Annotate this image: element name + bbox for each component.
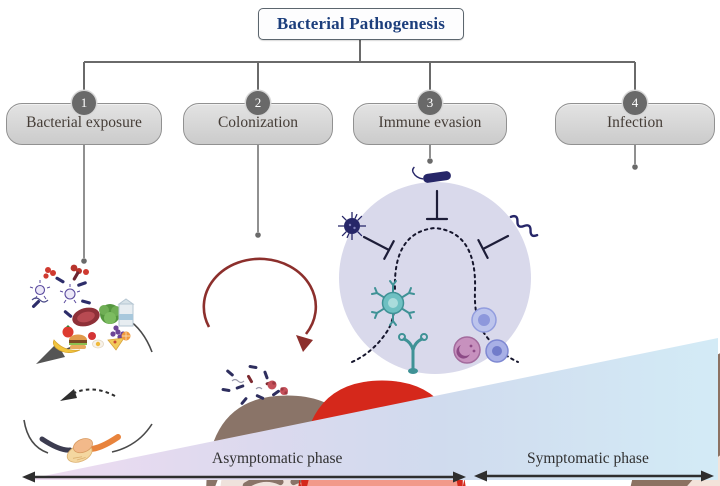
chest-bacteria-icon — [221, 364, 288, 405]
stage-label: Colonization — [217, 114, 299, 131]
exposure-cycle-illustration — [23, 264, 522, 486]
stage-pill-colonization: 2 Colonization — [183, 91, 333, 145]
immune-evasion-illustration — [338, 166, 539, 374]
figure-title: Bacterial Pathogenesis — [258, 8, 464, 40]
asymptomatic-arrow — [22, 471, 466, 483]
asymptomatic-phase-label: Asymptomatic phase — [212, 450, 343, 467]
stage-label: Infection — [607, 114, 663, 131]
phase-triangle — [24, 338, 718, 480]
receptor-icon — [398, 333, 428, 374]
stage-number-badge: 3 — [418, 91, 442, 115]
lymphocyte-cell-icon — [485, 339, 509, 363]
symptomatic-phase-label: Symptomatic phase — [527, 450, 649, 467]
food-icon — [52, 298, 135, 353]
stage-pill-infection: 4 Infection — [555, 91, 715, 145]
cycle-arrows-icon — [23, 315, 153, 454]
stage-number-badge: 1 — [72, 91, 96, 115]
stage-number-badge: 2 — [246, 91, 270, 115]
circulation-arrow-icon — [202, 257, 318, 335]
bacteria-cluster-icon — [29, 264, 91, 318]
stage-label: Bacterial exposure — [26, 114, 142, 131]
rod-bacterium-icon — [411, 166, 451, 183]
figure-title-text: Bacterial Pathogenesis — [276, 14, 446, 33]
handshake-icon — [39, 434, 121, 463]
connector-tree — [83, 40, 636, 90]
lymphocyte-cell-icon — [471, 307, 497, 333]
spiky-bacterium-icon — [338, 212, 366, 240]
spirochete-icon — [509, 214, 539, 238]
stage-pill-bacterial-exposure: 1 Bacterial exposure — [6, 91, 162, 145]
stage-label: Immune evasion — [378, 114, 482, 131]
colonization-illustration — [202, 257, 720, 486]
dendritic-cell-icon — [371, 280, 415, 326]
stage-drop-connectors — [81, 145, 638, 264]
transmission-dashed-arrow-icon — [71, 388, 116, 397]
macrophage-cell-icon — [453, 336, 481, 364]
inhibition-arrows-icon — [362, 189, 510, 260]
stage-number-badge: 4 — [623, 91, 647, 115]
protective-barrier-dashed-icon — [351, 226, 519, 363]
symptomatic-arrow — [474, 470, 714, 482]
stage-pill-immune-evasion: 3 Immune evasion — [353, 91, 507, 145]
